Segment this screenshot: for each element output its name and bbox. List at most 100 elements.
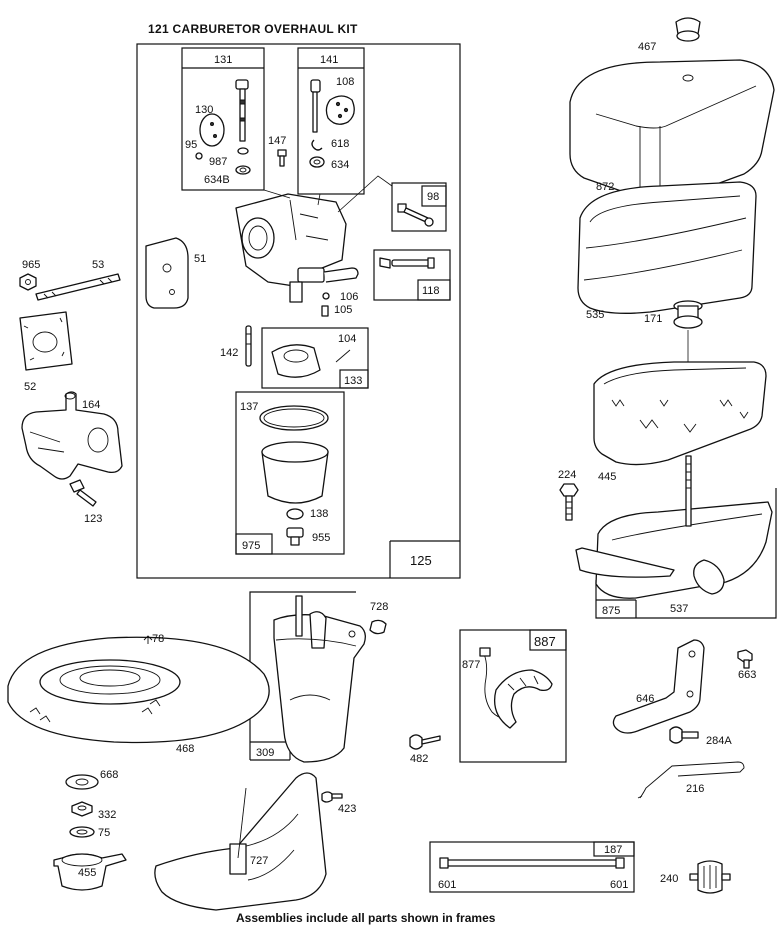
part-label-216: 216	[686, 783, 704, 795]
screw-106-part	[322, 292, 330, 300]
part-label-147: 147	[268, 135, 286, 147]
part-label-284a: 284A	[706, 735, 732, 747]
part-label-423: 423	[338, 803, 356, 815]
filter-element-445-part	[593, 361, 767, 466]
float-pin-104-part	[335, 349, 351, 363]
frame-label-309: 309	[256, 747, 274, 759]
part-label-75: 75	[98, 827, 110, 839]
washer-634-part	[309, 156, 325, 168]
choke-shaft-part	[310, 79, 321, 133]
part-label-634: 634	[331, 159, 349, 171]
fuel-filter-240-part	[689, 860, 731, 894]
frame-label-975: 975	[242, 540, 260, 552]
frame-label-133: 133	[344, 375, 362, 387]
carburetor-frame: 125	[136, 43, 461, 579]
part-label-142: 142	[220, 347, 238, 359]
part-label-445: 445	[598, 471, 616, 483]
bracket-51-part	[145, 237, 189, 309]
washer-634b-part	[235, 165, 251, 175]
screw-423-part	[321, 791, 343, 803]
frame-118: 118	[373, 249, 451, 301]
frame-label-875: 875	[602, 605, 620, 617]
link-216-part	[637, 761, 745, 799]
governor-spring-part	[479, 647, 553, 729]
part-label-618: 618	[331, 138, 349, 150]
part-label-137: 137	[240, 401, 258, 413]
screw-95-part	[195, 152, 203, 160]
screw-105-part	[321, 305, 329, 317]
washer-138-part	[286, 508, 304, 520]
spring-618-part	[311, 139, 323, 151]
part-label-51: 51	[194, 253, 206, 265]
frame-label-187: 187	[604, 844, 622, 856]
part-label-78: 78	[152, 633, 164, 645]
part-label-535: 535	[586, 309, 604, 321]
screw-482-part	[409, 734, 441, 750]
part-label-955: 955	[312, 532, 330, 544]
screw-224-part	[559, 483, 579, 521]
seal-987-part	[237, 147, 249, 155]
part-label-872: 872	[596, 181, 614, 193]
nut-965-part	[19, 273, 37, 291]
governor-bracket-part	[273, 595, 366, 763]
part-label-95: 95	[185, 139, 197, 151]
kit-title: 121 CARBURETOR OVERHAUL KIT	[148, 22, 358, 36]
frame-131: 131 130 95 987 634B	[181, 47, 265, 191]
screw-284a-part	[669, 726, 699, 744]
part-label-104: 104	[338, 333, 356, 345]
part-label-668: 668	[100, 769, 118, 781]
frame-label-141: 141	[320, 54, 338, 66]
part-label-106: 106	[340, 291, 358, 303]
float-part	[271, 344, 321, 378]
footer-caption: Assemblies include all parts shown in fr…	[236, 911, 496, 925]
screw-78-part	[143, 635, 153, 644]
part-label-52: 52	[24, 381, 36, 393]
part-label-965: 965	[22, 259, 40, 271]
part-label-108: 108	[336, 76, 354, 88]
frame-133: 133	[261, 327, 369, 389]
carburetor-body-part	[235, 193, 359, 303]
frame-141: 141 108 618 634	[297, 47, 365, 195]
part-label-987: 987	[209, 156, 227, 168]
fuel-line-part	[439, 857, 625, 869]
frame-975: 975	[235, 391, 345, 555]
choke-plate-part	[325, 95, 355, 125]
part-label-877: 877	[462, 659, 480, 671]
bowl-screw-955-part	[286, 527, 304, 546]
part-label-482: 482	[410, 753, 428, 765]
cover-872-part	[569, 59, 775, 200]
bracket-646-part	[612, 639, 705, 734]
clutch-455-part	[53, 853, 127, 891]
part-label-727: 727	[250, 855, 268, 867]
part-label-123: 123	[84, 513, 102, 525]
part-label-455: 455	[78, 867, 96, 879]
frame-887: 887	[459, 629, 567, 763]
throttle-plate-part	[199, 113, 225, 147]
float-bowl-part	[261, 441, 329, 504]
part-label-53: 53	[92, 259, 104, 271]
blower-housing-727-part	[154, 772, 327, 911]
frame-label-118: 118	[422, 285, 440, 297]
part-label-634b: 634B	[204, 174, 230, 186]
part-label-171: 171	[644, 313, 662, 325]
bowl-gasket-part	[259, 405, 329, 431]
screw-147-part	[277, 149, 287, 167]
part-label-138: 138	[310, 508, 328, 520]
part-label-332: 332	[98, 809, 116, 821]
part-label-468: 468	[176, 743, 194, 755]
part-label-105: 105	[334, 304, 352, 316]
part-label-728: 728	[370, 601, 388, 613]
frame-label-125: 125	[410, 553, 432, 568]
grommet-171-part	[673, 300, 703, 329]
pin-142-part	[245, 325, 252, 367]
part-label-467: 467	[638, 41, 656, 53]
stud-53-part	[35, 273, 121, 301]
frame-187: 187	[429, 841, 635, 893]
part-label-601-right: 601	[610, 879, 628, 891]
part-label-224: 224	[558, 469, 576, 481]
air-cleaner-base-part	[575, 455, 773, 599]
gasket-52-part	[19, 311, 73, 371]
part-label-663: 663	[738, 669, 756, 681]
knob-467-part	[675, 17, 701, 42]
